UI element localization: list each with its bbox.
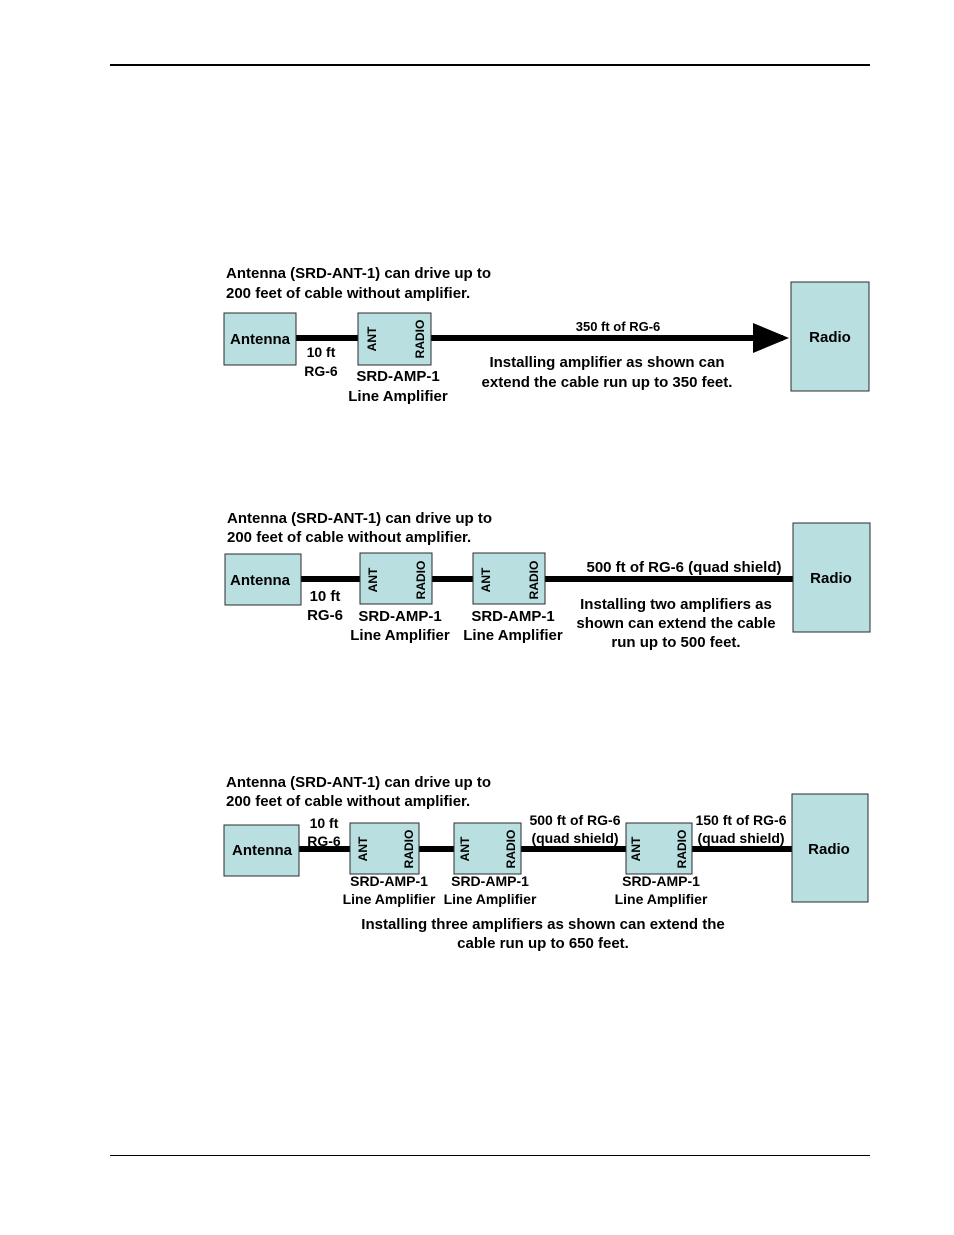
d2-radio-box	[792, 522, 871, 633]
d3-amp3-type: Line Amplifier	[615, 891, 708, 907]
diagram-two-amplifiers: Antenna (SRD-ANT-1) can drive up to 200 …	[224, 510, 871, 651]
d3-antenna-box	[223, 824, 300, 877]
d3-amp2-port-radio: RADIO	[504, 830, 518, 869]
d3-amplifier-2-box	[453, 822, 522, 875]
d3-radio-box	[791, 793, 869, 903]
d1-short-cable-length: 10 ft	[307, 344, 336, 360]
d3-end-cable-length: 150 ft of RG-6	[695, 812, 786, 828]
d2-amp2-port-ant: ANT	[479, 567, 493, 592]
d3-amplifier-3-box	[625, 822, 693, 875]
d2-result-line3: run up to 500 feet.	[611, 634, 740, 651]
footer-rule	[110, 1155, 870, 1156]
d3-result-line2: cable run up to 650 feet.	[457, 935, 629, 952]
d1-short-cable-type: RG-6	[304, 363, 338, 379]
d1-note-line2: 200 feet of cable without amplifier.	[226, 285, 470, 302]
d1-radio-box	[790, 281, 870, 392]
d3-antenna-label: Antenna	[232, 842, 293, 859]
d3-amp1-port-ant: ANT	[356, 836, 370, 861]
d3-amp1-type: Line Amplifier	[343, 891, 436, 907]
d1-antenna-label: Antenna	[230, 331, 291, 348]
d1-amplifier-box	[357, 312, 432, 366]
d3-mid-cable-type: (quad shield)	[531, 830, 618, 846]
d2-amp2-model: SRD-AMP-1	[471, 608, 554, 625]
d3-amp3-port-ant: ANT	[629, 836, 643, 861]
d2-short-cable-type: RG-6	[307, 607, 343, 624]
d1-result-line2: extend the cable run up to 350 feet.	[482, 374, 733, 391]
d3-amp2-type: Line Amplifier	[444, 891, 537, 907]
d3-mid-cable-length: 500 ft of RG-6	[529, 812, 620, 828]
d3-amplifier-1-box	[349, 822, 420, 875]
d3-end-cable-type: (quad shield)	[697, 830, 784, 846]
d2-amplifier-2-box	[472, 552, 546, 605]
d3-result-line1: Installing three amplifiers as shown can…	[361, 916, 724, 933]
d1-amp-port-radio: RADIO	[413, 320, 427, 359]
d1-amp-port-ant: ANT	[365, 326, 379, 351]
diagram-one-amplifier: Antenna (SRD-ANT-1) can drive up to 200 …	[223, 265, 870, 405]
d3-note-line2: 200 feet of cable without amplifier.	[226, 793, 470, 810]
d1-amp-model: SRD-AMP-1	[356, 368, 439, 385]
d2-amp2-port-radio: RADIO	[527, 561, 541, 600]
d2-result-line1: Installing two amplifiers as	[580, 596, 772, 613]
d2-radio-label: Radio	[810, 570, 852, 587]
d2-antenna-label: Antenna	[230, 572, 291, 589]
d2-result-line2: shown can extend the cable	[576, 615, 775, 632]
d3-radio-label: Radio	[808, 841, 850, 858]
d2-amp1-port-radio: RADIO	[414, 561, 428, 600]
d3-amp2-port-ant: ANT	[458, 836, 472, 861]
d2-amp2-type: Line Amplifier	[463, 627, 563, 644]
d2-antenna-box	[224, 553, 302, 606]
d2-amplifier-1-box	[359, 552, 433, 605]
d2-amp1-port-ant: ANT	[366, 567, 380, 592]
d1-radio-label: Radio	[809, 329, 851, 346]
d3-amp2-model: SRD-AMP-1	[451, 873, 529, 889]
d2-note-line1: Antenna (SRD-ANT-1) can drive up to	[227, 510, 492, 527]
d3-amp3-model: SRD-AMP-1	[622, 873, 700, 889]
d2-long-cable-label: 500 ft of RG-6 (quad shield)	[586, 559, 781, 576]
d2-amp1-model: SRD-AMP-1	[358, 608, 441, 625]
d1-result-line1: Installing amplifier as shown can	[489, 354, 724, 371]
d3-amp1-model: SRD-AMP-1	[350, 873, 428, 889]
d3-amp3-port-radio: RADIO	[675, 830, 689, 869]
d1-long-cable-label: 350 ft of RG-6	[576, 319, 661, 334]
d3-short-cable-length: 10 ft	[310, 815, 339, 831]
header-rule	[110, 64, 870, 66]
d1-amp-type: Line Amplifier	[348, 388, 448, 405]
d2-note-line2: 200 feet of cable without amplifier.	[227, 529, 471, 546]
d2-amp1-type: Line Amplifier	[350, 627, 450, 644]
d2-short-cable-length: 10 ft	[310, 588, 341, 605]
d3-note-line1: Antenna (SRD-ANT-1) can drive up to	[226, 774, 491, 791]
d3-amp1-port-radio: RADIO	[402, 830, 416, 869]
d1-antenna-box	[223, 312, 297, 366]
d3-short-cable-type: RG-6	[307, 833, 341, 849]
d1-note-line1: Antenna (SRD-ANT-1) can drive up to	[226, 265, 491, 282]
diagram-three-amplifiers: Antenna (SRD-ANT-1) can drive up to 200 …	[223, 774, 869, 952]
